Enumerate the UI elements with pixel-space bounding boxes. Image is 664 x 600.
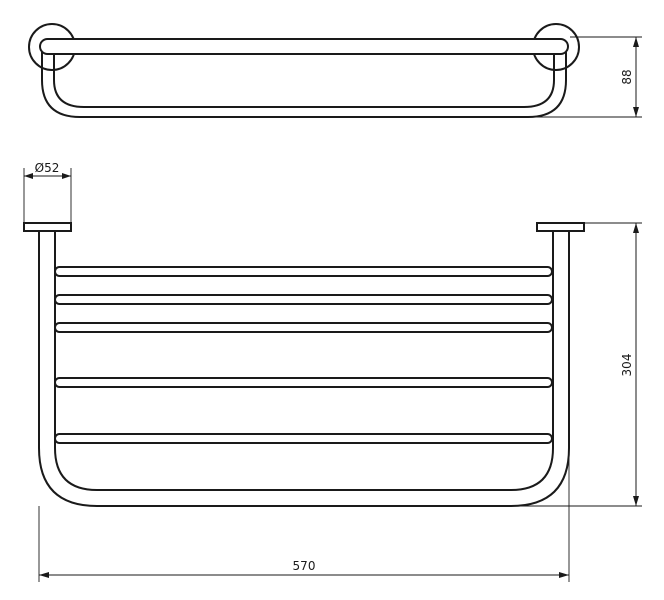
- shelf-bar-5: [54, 433, 553, 444]
- diameter-label: Ø52: [35, 161, 60, 175]
- front-view: Ø52 304 570: [23, 161, 642, 582]
- shelf-bar-4: [54, 377, 553, 388]
- front-frame-inner: [54, 229, 554, 491]
- shelf-bar-3: [54, 322, 553, 333]
- height-arrow-top: [633, 223, 639, 233]
- left-wall-flange: [23, 222, 72, 232]
- right-wall-flange: [536, 222, 585, 232]
- top-frame-inner: [53, 46, 555, 108]
- width-arrow-right: [559, 572, 569, 578]
- diameter-arrow-left: [24, 173, 33, 179]
- width-label: 570: [293, 559, 316, 573]
- diameter-arrow-right: [62, 173, 71, 179]
- front-frame-outer: [38, 229, 570, 507]
- depth-arrow-bottom: [633, 107, 639, 117]
- height-arrow-bottom: [633, 496, 639, 506]
- top-rail: [39, 38, 569, 55]
- shelf-bar-2: [54, 294, 553, 305]
- height-label: 304: [620, 354, 634, 377]
- top-frame-outer: [41, 46, 567, 118]
- depth-label: 88: [620, 69, 634, 84]
- width-arrow-left: [39, 572, 49, 578]
- depth-arrow-top: [633, 37, 639, 47]
- shelf-bar-1: [54, 266, 553, 277]
- top-view: 88: [28, 23, 642, 118]
